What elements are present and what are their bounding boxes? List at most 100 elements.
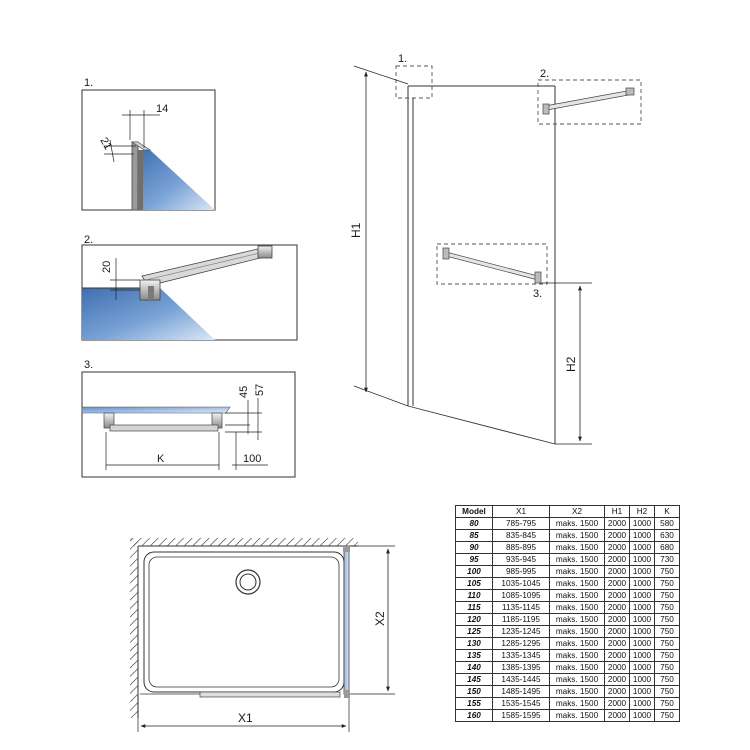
cell-h2: 1000 — [629, 697, 655, 710]
cell-x2: maks. 1500 — [549, 673, 605, 686]
cell-h1: 2000 — [604, 661, 630, 674]
cell-x1: 1585-1595 — [492, 709, 550, 722]
cell-h1: 2000 — [604, 697, 630, 710]
cell-k: 750 — [654, 685, 680, 698]
cell-k: 750 — [654, 613, 680, 626]
glass-panel — [82, 288, 215, 340]
cell-x1: 985-995 — [492, 565, 550, 578]
cell-h1: 2000 — [604, 709, 630, 722]
cell-x1: 1435-1445 — [492, 673, 550, 686]
cell-x2: maks. 1500 — [549, 637, 605, 650]
cell-h2: 1000 — [629, 601, 655, 614]
dim-h2: H2 — [564, 356, 578, 372]
cell-x1: 1535-1545 — [492, 697, 550, 710]
detail-3-frame — [81, 371, 296, 478]
cell-h1: 2000 — [604, 637, 630, 650]
cell-k: 750 — [654, 637, 680, 650]
cell-k: 630 — [654, 529, 680, 542]
cell-x2: maks. 1500 — [549, 685, 605, 698]
cell-model: 125 — [455, 625, 493, 638]
col-x2: X2 — [549, 505, 605, 518]
cell-model: 160 — [455, 709, 493, 722]
detail-3: 3. 45 57 K 100 — [81, 359, 296, 478]
cell-h2: 1000 — [629, 625, 655, 638]
cell-h2: 1000 — [629, 565, 655, 578]
callout-box-3 — [436, 243, 548, 285]
detail-2: 2. 20 — [81, 234, 298, 341]
cell-k: 730 — [654, 553, 680, 566]
cell-model: 90 — [455, 541, 493, 554]
cell-model: 155 — [455, 697, 493, 710]
cell-x1: 1085-1095 — [492, 589, 550, 602]
cell-model: 130 — [455, 637, 493, 650]
wall-profile — [131, 141, 139, 211]
cell-model: 150 — [455, 685, 493, 698]
cell-x1: 885-895 — [492, 541, 550, 554]
cell-h1: 2000 — [604, 517, 630, 530]
table-header-row: Model X1 X2 H1 H2 K — [455, 505, 680, 518]
back-wall — [130, 538, 358, 546]
dim-x1: X1 — [238, 711, 253, 725]
cell-h2: 1000 — [629, 613, 655, 626]
col-k: K — [654, 505, 680, 518]
plan-view: X1 X2 — [130, 538, 395, 732]
cell-k: 750 — [654, 589, 680, 602]
cell-h2: 1000 — [629, 709, 655, 722]
cell-h2: 1000 — [629, 673, 655, 686]
cell-x1: 1185-1195 — [492, 613, 550, 626]
cell-k: 750 — [654, 709, 680, 722]
cell-h1: 2000 — [604, 673, 630, 686]
cell-h1: 2000 — [604, 577, 630, 590]
cell-x1: 1235-1245 — [492, 625, 550, 638]
cell-h2: 1000 — [629, 685, 655, 698]
cell-x1: 1285-1295 — [492, 637, 550, 650]
cell-x2: maks. 1500 — [549, 649, 605, 662]
cell-x2: maks. 1500 — [549, 529, 605, 542]
cell-h1: 2000 — [604, 529, 630, 542]
cell-h2: 1000 — [629, 541, 655, 554]
cell-x2: maks. 1500 — [549, 553, 605, 566]
callout-box-2 — [537, 79, 642, 125]
detail-2-label: 2. — [84, 234, 93, 246]
cell-x1: 1485-1495 — [492, 685, 550, 698]
cell-k: 750 — [654, 649, 680, 662]
cell-x2: maks. 1500 — [549, 577, 605, 590]
dim-20: 20 — [101, 261, 113, 273]
cell-h1: 2000 — [604, 541, 630, 554]
cell-model: 105 — [455, 577, 493, 590]
cell-h2: 1000 — [629, 589, 655, 602]
cell-h1: 2000 — [604, 565, 630, 578]
cell-k: 750 — [654, 697, 680, 710]
cell-x1: 835-845 — [492, 529, 550, 542]
col-h2: H2 — [629, 505, 655, 518]
cell-x2: maks. 1500 — [549, 625, 605, 638]
dim-h1: H1 — [349, 222, 363, 238]
detail-3-label: 3. — [84, 359, 93, 371]
col-model: Model — [455, 505, 493, 518]
dim-57: 57 — [254, 384, 266, 396]
cell-h2: 1000 — [629, 649, 655, 662]
cell-x2: maks. 1500 — [549, 517, 605, 530]
cell-x1: 1035-1045 — [492, 577, 550, 590]
shower-tray — [143, 551, 345, 693]
col-h1: H1 — [604, 505, 630, 518]
cell-k: 680 — [654, 541, 680, 554]
cell-h1: 2000 — [604, 613, 630, 626]
cell-k: 580 — [654, 517, 680, 530]
cell-h2: 1000 — [629, 661, 655, 674]
cell-k: 750 — [654, 565, 680, 578]
cell-x2: maks. 1500 — [549, 697, 605, 710]
stabilizer-bar — [544, 89, 635, 111]
cell-model: 140 — [455, 661, 493, 674]
cell-x1: 1335-1345 — [492, 649, 550, 662]
cell-model: 120 — [455, 613, 493, 626]
